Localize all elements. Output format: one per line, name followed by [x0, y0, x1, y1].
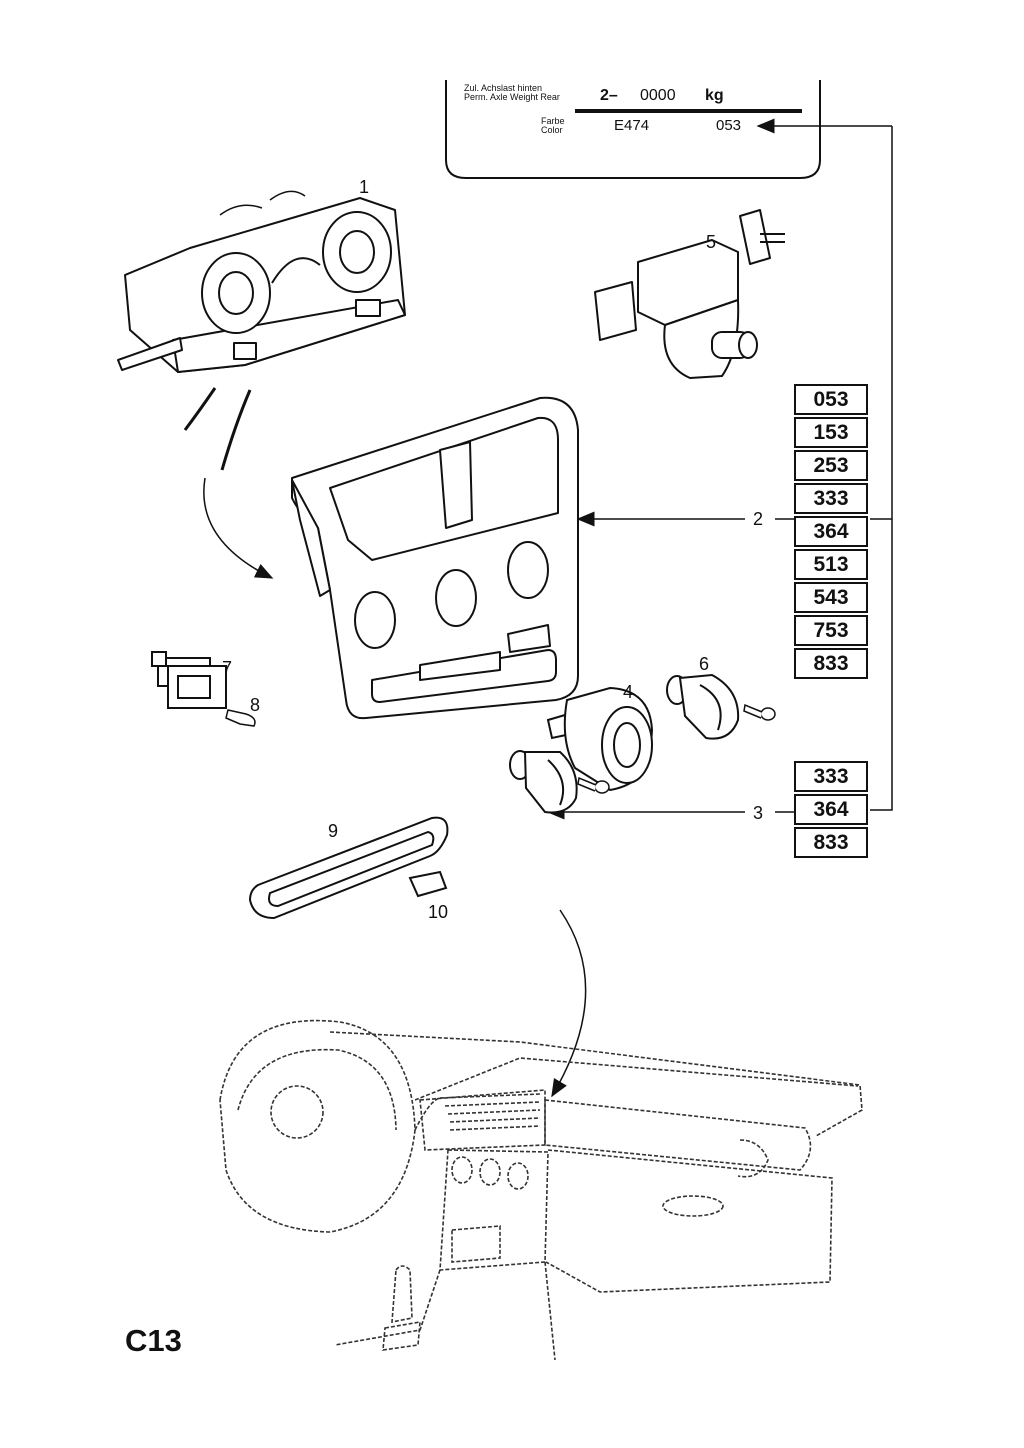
color-code-cell: 833: [794, 827, 868, 858]
axle-weight-value: 0000: [640, 87, 676, 104]
axle-weight-unit: kg: [705, 87, 724, 104]
color-label-en: Color: [541, 125, 563, 136]
color-variant: 053: [716, 117, 742, 134]
color-code-connector: [756, 118, 893, 811]
callout-1: 1: [359, 177, 370, 197]
label-plate-outline: [445, 80, 821, 179]
color-code-cell: 753: [794, 615, 868, 646]
color-code-cell: 053: [794, 384, 868, 415]
callout-5: 5: [706, 232, 717, 252]
color-label-de: Farbe: [541, 116, 565, 126]
color-code-cell: 153: [794, 417, 868, 448]
callout-8: 8: [250, 695, 261, 715]
part-6-knob: [666, 673, 740, 740]
color-code-cell: 513: [794, 549, 868, 580]
assembly-arrow-lower: [551, 909, 587, 1098]
callout-2: 2: [753, 509, 764, 529]
callout-10: 10: [428, 902, 449, 922]
page-code: C13: [125, 1323, 182, 1358]
part-1-heater-control: [117, 190, 406, 471]
axle-weight-label-en: Perm. Axle Weight Rear: [464, 92, 560, 103]
color-code: E474: [614, 117, 650, 134]
assembly-arrow-upper: [203, 477, 274, 579]
callout-9: 9: [328, 821, 339, 841]
color-code-cell: 364: [794, 516, 868, 547]
color-code-cell: 543: [794, 582, 868, 613]
callout-3: 3: [753, 803, 764, 823]
callout-7: 7: [222, 658, 233, 678]
callout-4: 4: [623, 682, 634, 702]
callout-6: 6: [699, 654, 710, 674]
color-code-cell: 333: [794, 483, 868, 514]
part-10-clip: [408, 870, 448, 898]
screws: [577, 703, 776, 794]
part-8-bulb: [225, 709, 256, 727]
color-code-cell: 333: [794, 761, 868, 792]
part-3-knob: [509, 750, 578, 814]
part-2-console-panel: [291, 396, 579, 720]
color-code-cell: 253: [794, 450, 868, 481]
part-5-switch: [594, 209, 785, 379]
dashboard-overview: [219, 1019, 863, 1361]
axle-weight-prefix: 2–: [600, 87, 618, 104]
color-code-cell: 364: [794, 794, 868, 825]
axle-weight-label-de: Zul. Achslast hinten: [464, 83, 543, 93]
part-7-switch: [151, 651, 227, 709]
part-9-trim-strip: [248, 816, 449, 920]
color-code-cell: 833: [794, 648, 868, 679]
part-4-knob-housing: [546, 686, 654, 792]
